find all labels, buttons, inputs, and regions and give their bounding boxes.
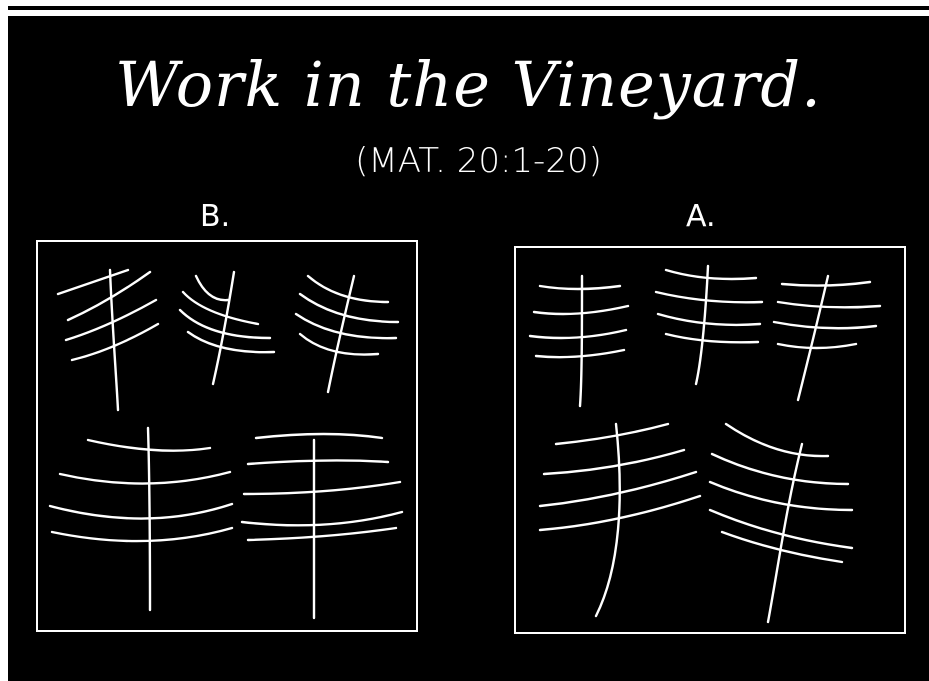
vine-a-bottom-2 xyxy=(710,424,852,622)
vine-b-bottom-1 xyxy=(50,428,232,610)
vine-a-bottom-1 xyxy=(540,424,700,616)
panel-label-b: B. xyxy=(200,202,230,232)
vineyard-panel-b xyxy=(36,240,418,632)
panel-label-a: A. xyxy=(686,202,716,232)
vine-a-top-2 xyxy=(656,266,762,384)
vine-b-top-2 xyxy=(180,272,274,384)
page-title: Work in the Vineyard. xyxy=(8,54,929,116)
chalkboard: Work in the Vineyard. (MAT. 20:1-20) B. … xyxy=(8,16,929,681)
vines-drawing-a xyxy=(516,248,908,636)
top-rule xyxy=(8,6,929,10)
vine-b-bottom-2 xyxy=(242,434,402,618)
vine-b-top-1 xyxy=(58,270,158,410)
vine-b-top-3 xyxy=(296,276,398,392)
scripture-reference: (MAT. 20:1-20) xyxy=(8,144,929,178)
vine-a-top-1 xyxy=(530,276,628,406)
vine-a-top-3 xyxy=(774,276,880,400)
vineyard-panel-a xyxy=(514,246,906,634)
vines-drawing-b xyxy=(38,242,420,634)
